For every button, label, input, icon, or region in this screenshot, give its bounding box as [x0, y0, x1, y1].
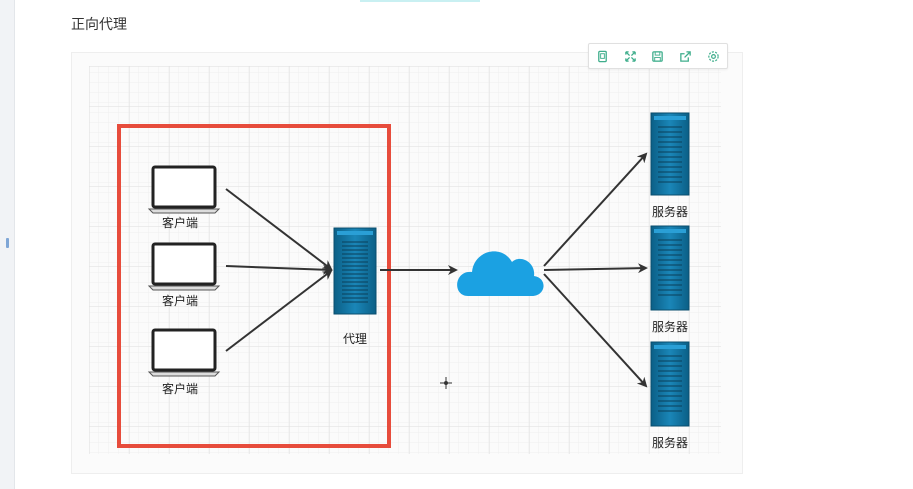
server-label-2: 服务器 [652, 319, 688, 334]
settings-icon[interactable] [702, 46, 724, 66]
server-1 [650, 112, 690, 196]
page-icon[interactable] [592, 46, 614, 66]
arrow-cloud-to-server-2 [543, 263, 648, 274]
server-3 [650, 341, 690, 427]
client-label-3: 客户端 [162, 381, 198, 396]
arrow-client2-to-proxy [225, 264, 333, 275]
diagram-toolbar [588, 43, 728, 69]
crosshair-cursor-icon [440, 377, 452, 389]
proxy-server [333, 227, 377, 315]
client-laptop-3 [147, 328, 221, 378]
sidebar-marker [6, 238, 9, 248]
arrow-cloud-to-server-1 [543, 152, 648, 267]
client-laptop-2 [147, 242, 221, 292]
fullscreen-icon[interactable] [619, 46, 641, 66]
client-label-2: 客户端 [162, 293, 198, 308]
left-sidebar-edge [0, 0, 15, 489]
top-accent-line [360, 0, 480, 2]
server-label-3: 服务器 [652, 435, 688, 450]
client-laptop-1 [147, 165, 221, 215]
save-icon[interactable] [647, 46, 669, 66]
server-2 [650, 225, 690, 311]
server-label-1: 服务器 [652, 204, 688, 219]
page-title: 正向代理 [71, 17, 127, 33]
export-icon[interactable] [675, 46, 697, 66]
arrow-client1-to-proxy [225, 188, 333, 271]
proxy-label: 代理 [343, 332, 367, 346]
client-label-1: 客户端 [162, 215, 198, 230]
arrow-client3-to-proxy [225, 269, 333, 352]
arrow-cloud-to-server-3 [543, 273, 648, 388]
client-side-highlight-box [117, 124, 391, 448]
internet-cloud [457, 251, 544, 296]
